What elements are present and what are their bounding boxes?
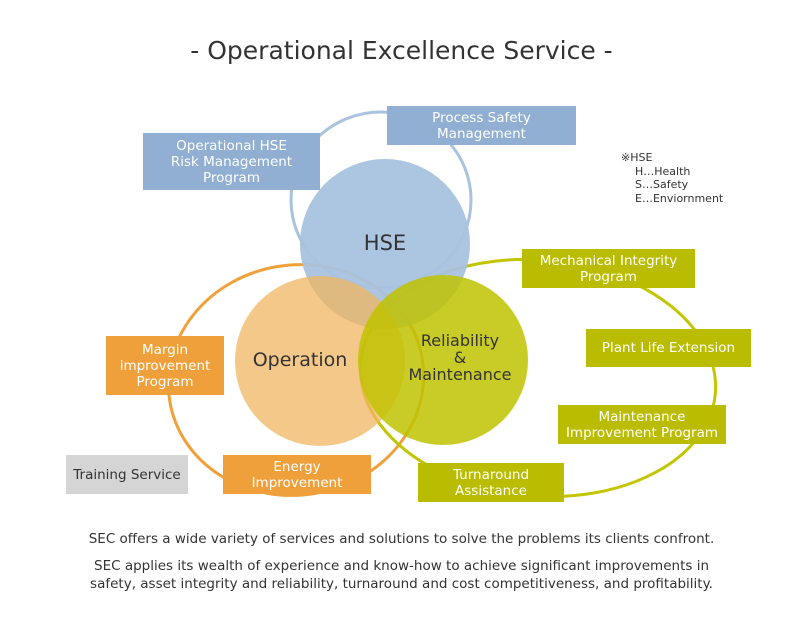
hse-note: ※HSE H…Health S…Safety E…Enviornment [621,151,723,205]
note-item: S…Safety [635,178,689,191]
description-3: safety, asset integrity and reliability,… [90,576,713,592]
op-hse-box: Operational HSE Risk Management Program [143,133,320,190]
operation-circle [235,276,405,446]
mechanical-integrity-box: Mechanical Integrity Program [522,249,695,288]
margin-box: Margin improvement Program [106,336,224,395]
note-item: H…Health [635,164,691,178]
rm-circle [358,275,528,445]
page-title: - Operational Excellence Service - [190,36,613,65]
plant-life-box: Plant Life Extension [586,329,751,367]
energy-box: Energy Improvement [223,455,371,494]
description-2: SEC applies its wealth of experience and… [94,558,709,574]
psm-box: Process Safety Management [387,106,576,145]
training-box: Training Service [66,455,188,494]
note-head: ※HSE [621,151,653,164]
maintenance-box: Maintenance Improvement Program [558,405,726,444]
rm-label: Reliability & Maintenance [408,331,512,384]
hse-label: HSE [363,231,407,255]
note-item: E…Enviornment [635,191,724,205]
description-1: SEC offers a wide variety of services an… [88,531,715,547]
operation-label: Operation [252,349,348,371]
turnaround-box: Turnaround Assistance [418,463,564,502]
